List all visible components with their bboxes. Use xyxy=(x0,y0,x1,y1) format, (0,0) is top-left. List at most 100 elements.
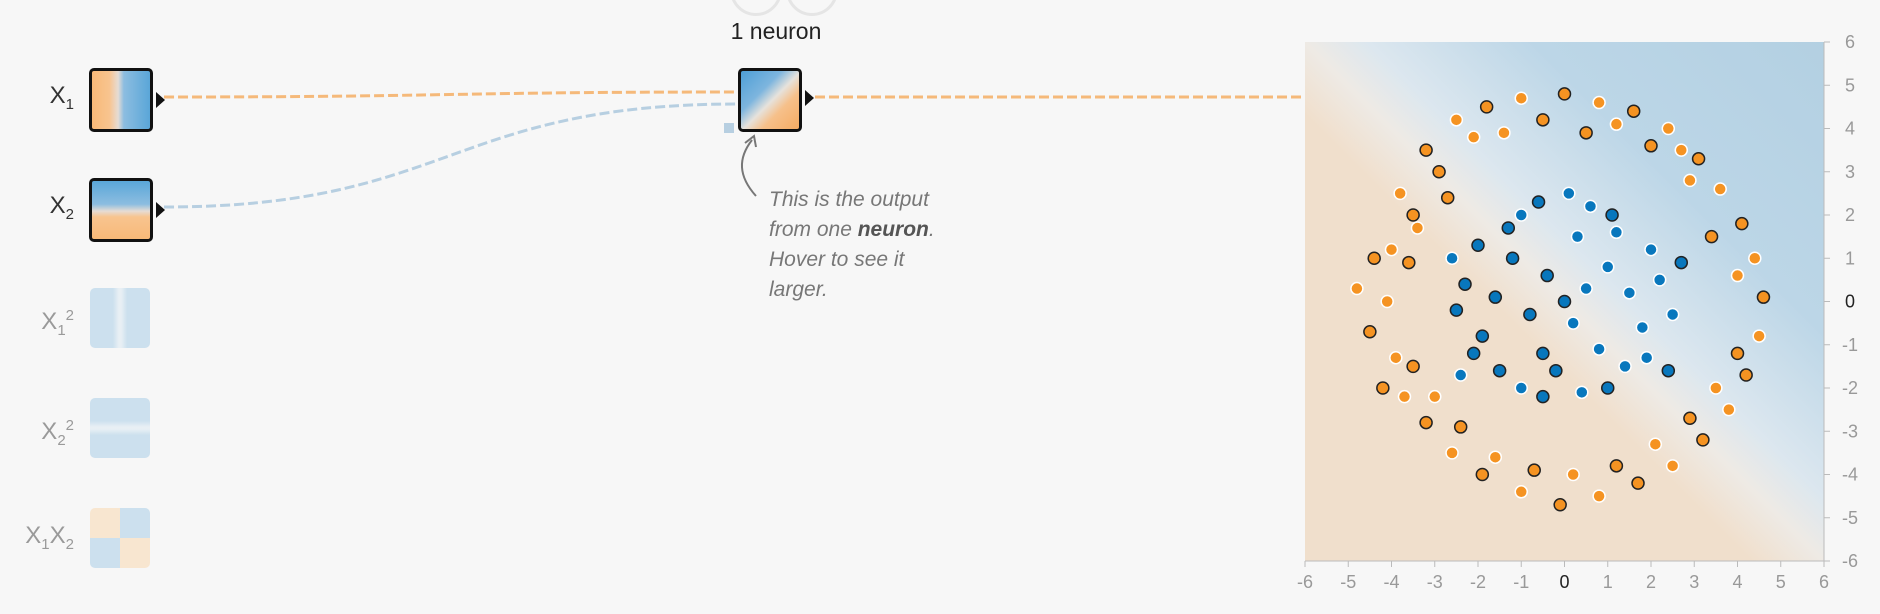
blue-point xyxy=(1505,251,1520,265)
blue-point xyxy=(1592,342,1606,356)
orange-point xyxy=(1648,437,1663,451)
blue-point xyxy=(1635,320,1650,335)
blue-point xyxy=(1523,307,1537,322)
blue-point xyxy=(1661,363,1676,378)
orange-point xyxy=(1514,91,1528,105)
feature-label-x2-squared: X22 xyxy=(41,417,74,449)
blue-point xyxy=(1449,303,1464,317)
x-tick-label: -3 xyxy=(1427,572,1443,592)
blue-point xyxy=(1622,286,1637,300)
orange-point xyxy=(1397,389,1412,404)
y-tick-label: -3 xyxy=(1842,421,1858,441)
x-tick-label: -4 xyxy=(1383,572,1399,592)
x-tick-label: -1 xyxy=(1513,572,1529,592)
blue-point xyxy=(1566,316,1580,330)
neuron-output-arrow xyxy=(805,90,814,106)
orange-point xyxy=(1713,182,1727,196)
x-tick-label: -5 xyxy=(1340,572,1356,592)
blue-point xyxy=(1540,268,1554,283)
y-tick-label: 0 xyxy=(1845,292,1855,312)
orange-point xyxy=(1557,87,1572,101)
orange-point xyxy=(1419,143,1433,157)
y-tick-label: 1 xyxy=(1845,248,1855,268)
neuron-annotation: This is the output from one neuron. Hove… xyxy=(769,188,935,301)
orange-point xyxy=(1752,329,1766,343)
blue-point xyxy=(1570,229,1585,244)
blue-point xyxy=(1665,307,1680,322)
x-tick-label: -6 xyxy=(1297,572,1313,592)
feature-x1x2[interactable] xyxy=(90,508,150,568)
orange-point xyxy=(1756,290,1771,304)
orange-point xyxy=(1389,350,1403,365)
orange-point xyxy=(1475,467,1490,482)
blue-point xyxy=(1601,260,1615,274)
y-tick-label: 2 xyxy=(1845,205,1855,225)
orange-point xyxy=(1367,251,1381,265)
y-tick-label: -4 xyxy=(1842,465,1858,485)
neuron-node[interactable] xyxy=(738,68,802,132)
feature-x1[interactable] xyxy=(89,68,153,132)
y-tick-label: -6 xyxy=(1842,551,1858,571)
blue-point xyxy=(1639,350,1654,365)
feature-x1-squared[interactable] xyxy=(90,288,150,348)
blue-point xyxy=(1674,255,1689,270)
orange-point xyxy=(1527,463,1541,477)
blue-point xyxy=(1652,273,1667,287)
orange-point xyxy=(1661,121,1676,136)
feature-label-x1-squared: X12 xyxy=(41,307,74,339)
x-tick-label: 5 xyxy=(1776,572,1786,592)
blue-point xyxy=(1609,225,1624,240)
feature-label-x1x2: X1X2 xyxy=(25,522,74,553)
y-tick-label: 6 xyxy=(1845,32,1855,52)
orange-point xyxy=(1674,143,1689,157)
orange-point xyxy=(1479,100,1494,114)
x-tick-label: 3 xyxy=(1689,572,1699,592)
blue-point xyxy=(1549,363,1563,378)
orange-point xyxy=(1609,117,1624,131)
feature-x2-squared[interactable] xyxy=(90,398,150,458)
blue-point xyxy=(1644,242,1658,257)
orange-point xyxy=(1748,251,1762,265)
orange-point xyxy=(1644,139,1658,153)
blue-point xyxy=(1579,281,1593,296)
orange-point xyxy=(1445,446,1459,460)
orange-point xyxy=(1683,411,1697,426)
x-tick-label: 1 xyxy=(1603,572,1613,592)
orange-point xyxy=(1428,389,1442,404)
x-tick-label: 2 xyxy=(1646,572,1656,592)
orange-point xyxy=(1380,294,1394,309)
y-tick-label: -2 xyxy=(1842,378,1858,398)
data-points xyxy=(1350,87,1771,512)
annotation-arrow xyxy=(740,139,757,197)
orange-point xyxy=(1696,433,1710,447)
link-x1-to-neuron xyxy=(163,90,739,99)
orange-point xyxy=(1592,489,1606,503)
x-tick-label: -2 xyxy=(1470,572,1486,592)
orange-point xyxy=(1350,281,1364,296)
feature-label-x2: X2 xyxy=(49,192,74,223)
orange-point xyxy=(1709,381,1723,395)
orange-point xyxy=(1514,485,1528,499)
orange-point xyxy=(1626,104,1641,118)
orange-point xyxy=(1730,268,1745,283)
orange-point xyxy=(1683,173,1697,188)
blue-point xyxy=(1557,294,1572,309)
orange-point xyxy=(1609,459,1624,473)
orange-point xyxy=(1592,95,1606,110)
orange-point xyxy=(1402,255,1416,270)
orange-point xyxy=(1406,208,1420,222)
blue-point xyxy=(1536,346,1550,361)
orange-point xyxy=(1410,221,1425,235)
orange-point xyxy=(1722,402,1736,417)
blue-point xyxy=(1536,389,1550,404)
y-tick-label: -1 xyxy=(1842,335,1858,355)
orange-point xyxy=(1449,113,1464,127)
feature-x2[interactable] xyxy=(89,178,153,242)
y-tick-label: 3 xyxy=(1845,162,1855,182)
x-tick-label: 6 xyxy=(1819,572,1829,592)
orange-point xyxy=(1432,165,1446,179)
feature-x1-output-arrow xyxy=(156,92,165,108)
blue-point xyxy=(1514,208,1528,222)
